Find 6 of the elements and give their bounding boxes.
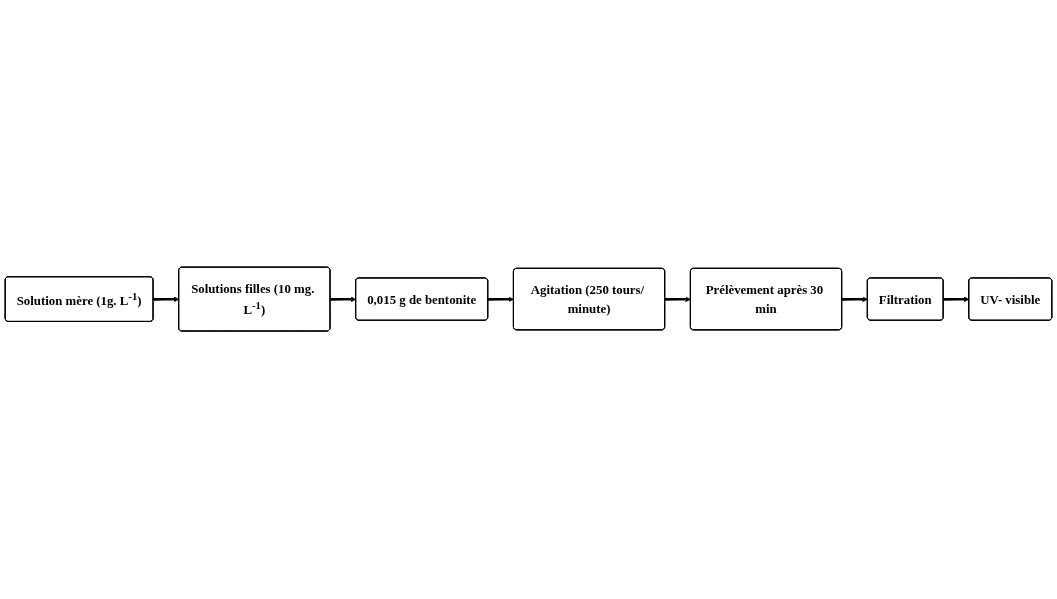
- arrow: [488, 296, 514, 303]
- arrow: [153, 296, 180, 303]
- arrow: [943, 296, 970, 303]
- arrow: [841, 296, 868, 303]
- arrow: [330, 296, 357, 303]
- arrow: [665, 296, 691, 303]
